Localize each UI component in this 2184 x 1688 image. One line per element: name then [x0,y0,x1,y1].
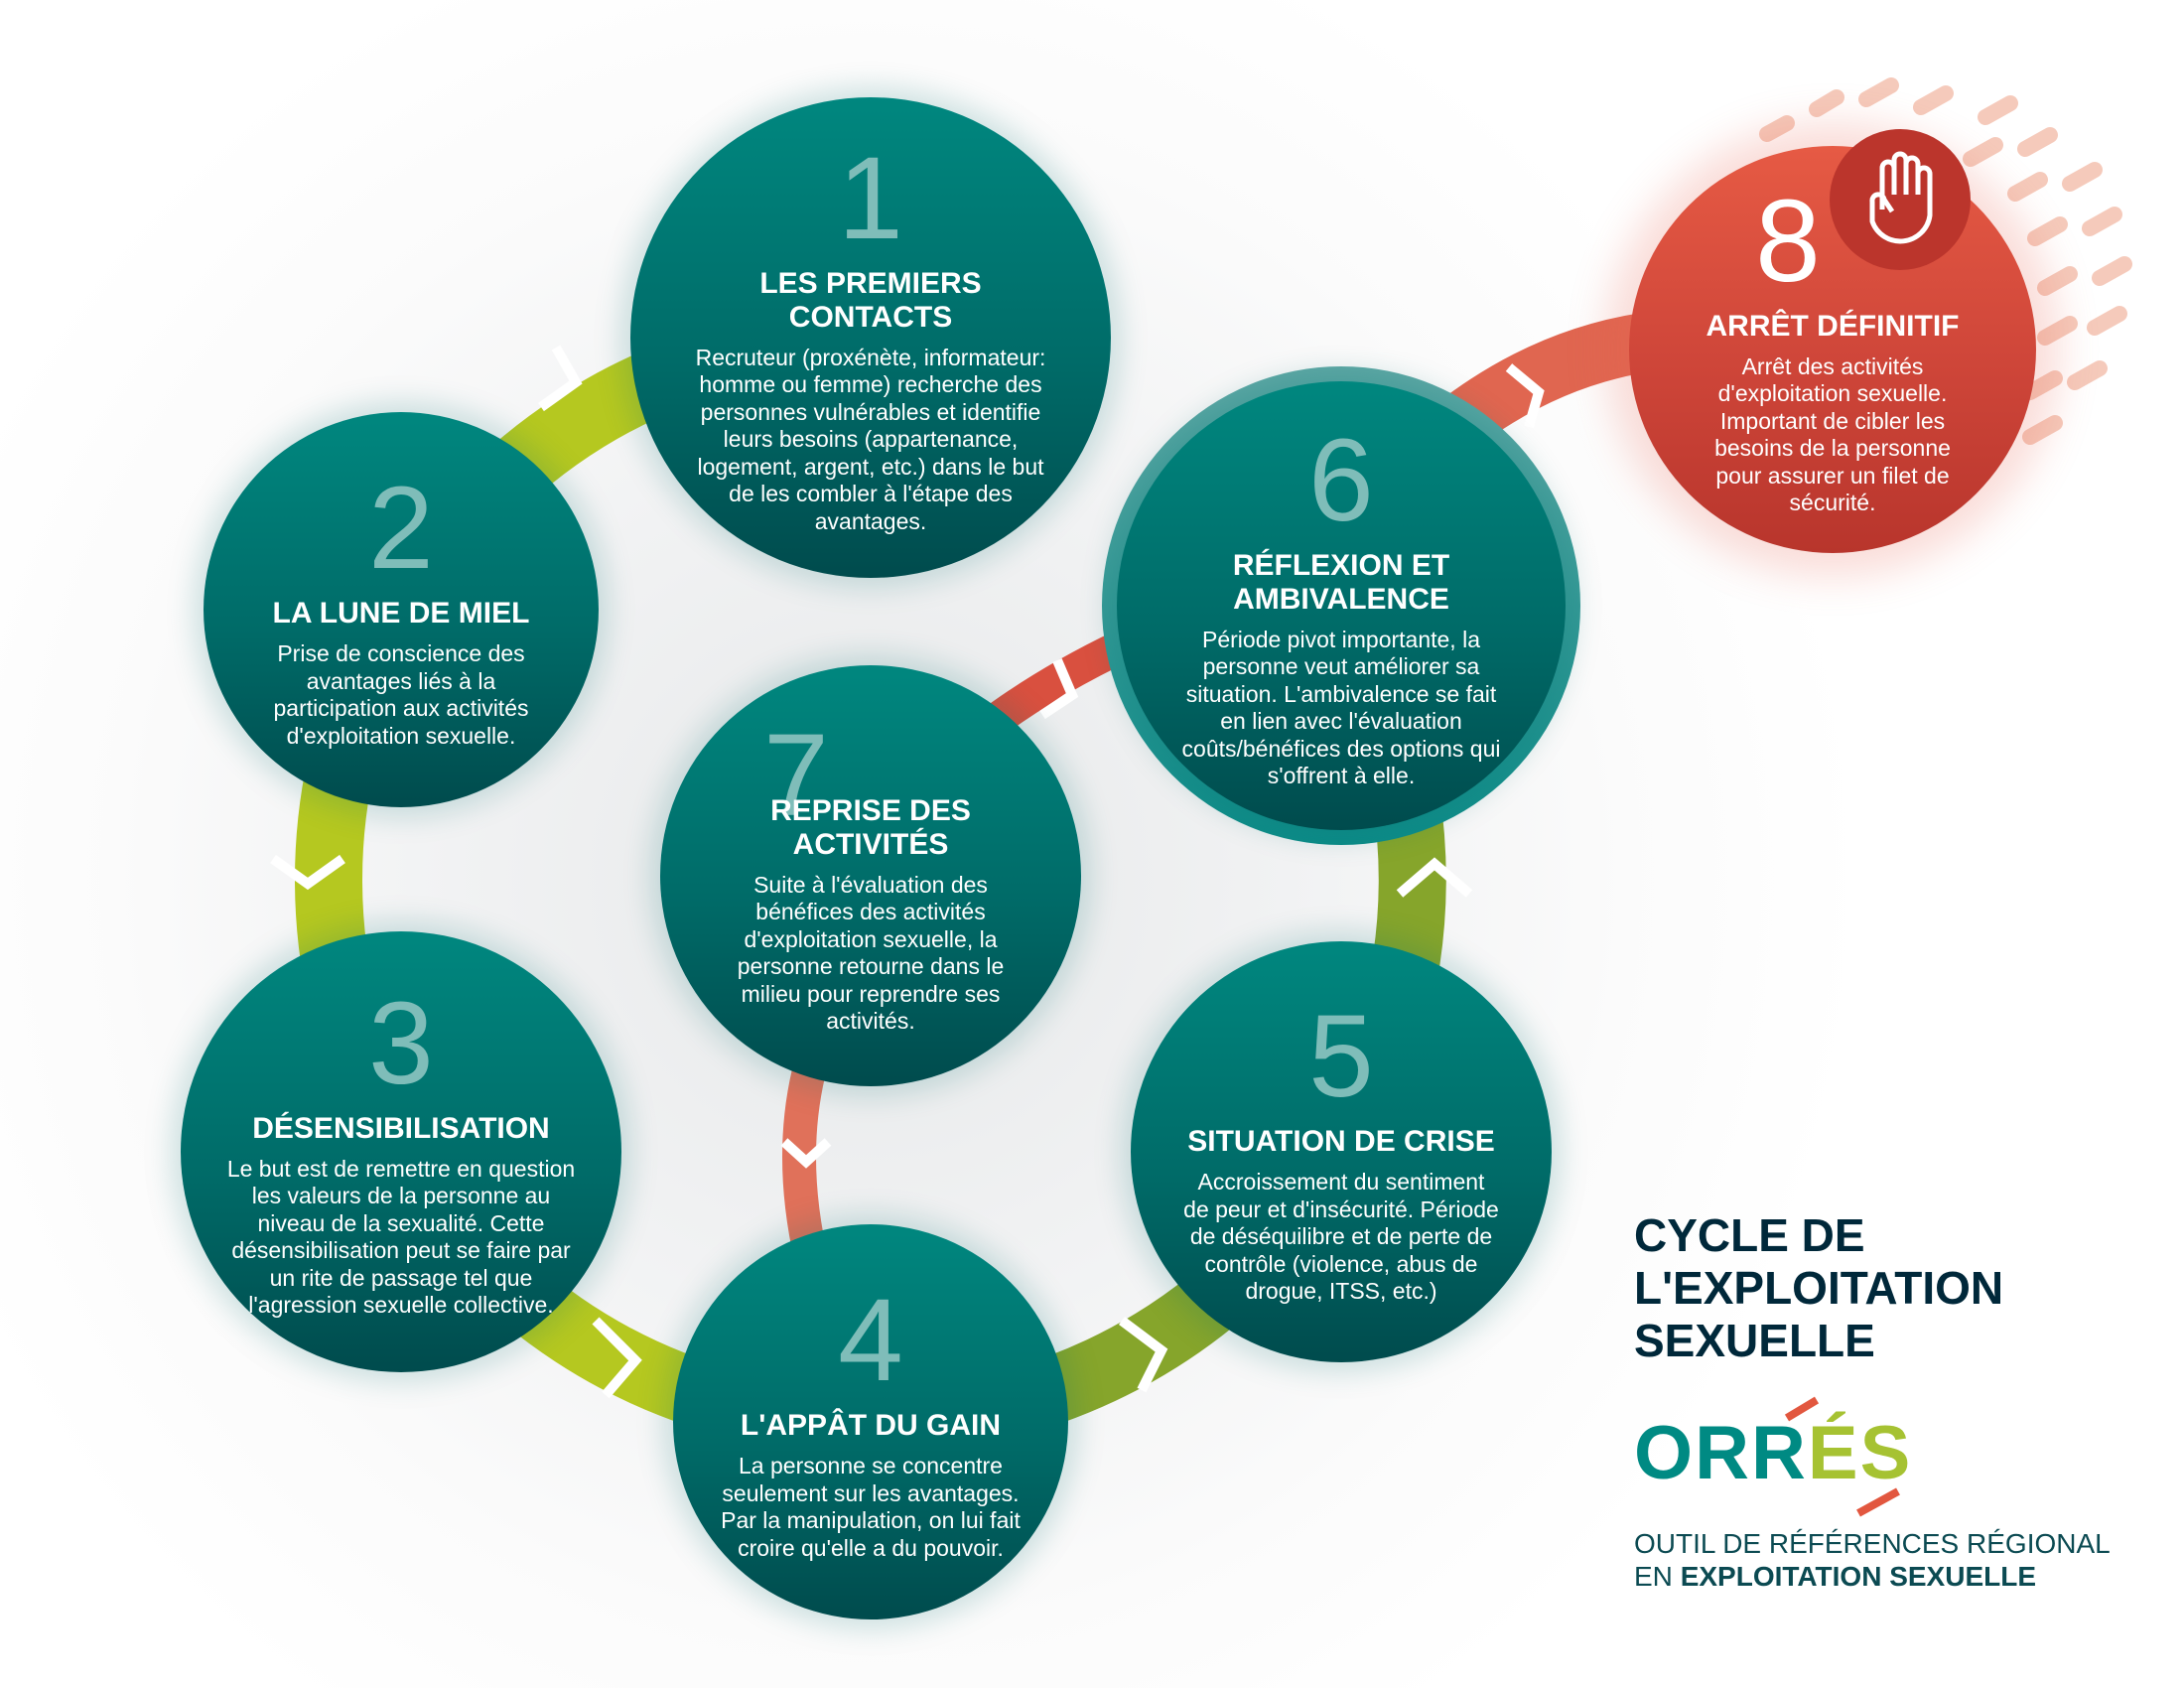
step-title: LA LUNE DE MIEL [272,597,530,630]
logo-tagline: OUTIL DE RÉFÉRENCES RÉGIONAL EN EXPLOITA… [1634,1527,2111,1593]
step-title: L'APPÂT DU GAIN [740,1409,1002,1442]
step-5-circle: 5 SITUATION DE CRISE Accroissement du se… [1131,941,1552,1362]
page-title: CYCLE DE L'EXPLOITATION SEXUELLE [1634,1209,2003,1367]
step-title: DÉSENSIBILISATION [252,1111,550,1145]
step-body: Arrêt des activités d'exploitation sexue… [1714,352,1951,516]
step-title: SITUATION DE CRISE [1187,1125,1495,1159]
title-line: SEXUELLE [1634,1315,1875,1366]
decorative-dashes [1759,77,2132,445]
chevrons [270,345,1545,1399]
title-line: L'EXPLOITATION [1634,1262,2004,1314]
step-title: RÉFLEXION ET AMBIVALENCE [1232,548,1450,616]
logo-text-teal: ORR [1634,1411,1808,1495]
step-number: 8 [1755,175,1821,307]
step-2-circle: 2 LA LUNE DE MIEL Prise de conscience de… [204,412,599,807]
step-body: Le but est de remettre en question les v… [226,1155,576,1319]
tagline-line: OUTIL DE RÉFÉRENCES RÉGIONAL [1634,1528,2111,1559]
step-number: 3 [368,977,434,1109]
step-4-circle: 4 L'APPÂT DU GAIN La personne se concent… [673,1224,1068,1619]
step-body: Période pivot importante, la personne ve… [1181,626,1501,789]
step-body: Suite à l'évaluation des bénéfices des a… [737,871,1005,1035]
step-body: Accroissement du sentiment de peur et d'… [1183,1169,1499,1305]
step-number: 5 [1308,991,1374,1123]
tagline-line: EN EXPLOITATION SEXUELLE [1634,1560,2111,1593]
step-number: 7 [763,709,829,841]
step-1-circle: 1 LES PREMIERS CONTACTS Recruteur (proxé… [630,97,1111,578]
title-line: CYCLE DE [1634,1209,1865,1261]
step-title: LES PREMIERS CONTACTS [759,266,982,334]
step-number: 4 [838,1275,903,1406]
step-number: 1 [838,132,903,264]
step-body: Recruteur (proxénète, informateur: homme… [695,344,1046,534]
step-6-circle: 6 RÉFLEXION ET AMBIVALENCE Période pivot… [1117,381,1566,830]
step-body: Prise de conscience des avantages liés à… [273,640,529,749]
tagline-prefix: EN [1634,1561,1673,1592]
arrow-arc-1-4 [295,304,872,1456]
stop-hand-icon [1830,129,1971,270]
step-number: 2 [368,463,434,594]
tagline-bold: EXPLOITATION SEXUELLE [1680,1561,2037,1592]
step-number: 6 [1308,414,1374,546]
logo-text-green: ÉS [1807,1411,1913,1495]
step-title: ARRÊT DÉFINITIF [1706,309,1960,343]
logo-accent [1784,1396,1820,1422]
logo-accent [1856,1487,1900,1517]
step-3-circle: 3 DÉSENSIBILISATION Le but est de remett… [181,931,621,1372]
orres-logo: ORRÉS [1634,1396,1913,1517]
step-7-circle: 7 REPRISE DES ACTIVITÉS Suite à l'évalua… [660,665,1081,1086]
step-title: REPRISE DES ACTIVITÉS [770,793,971,861]
step-body: La personne se concentre seulement sur l… [721,1453,1021,1561]
